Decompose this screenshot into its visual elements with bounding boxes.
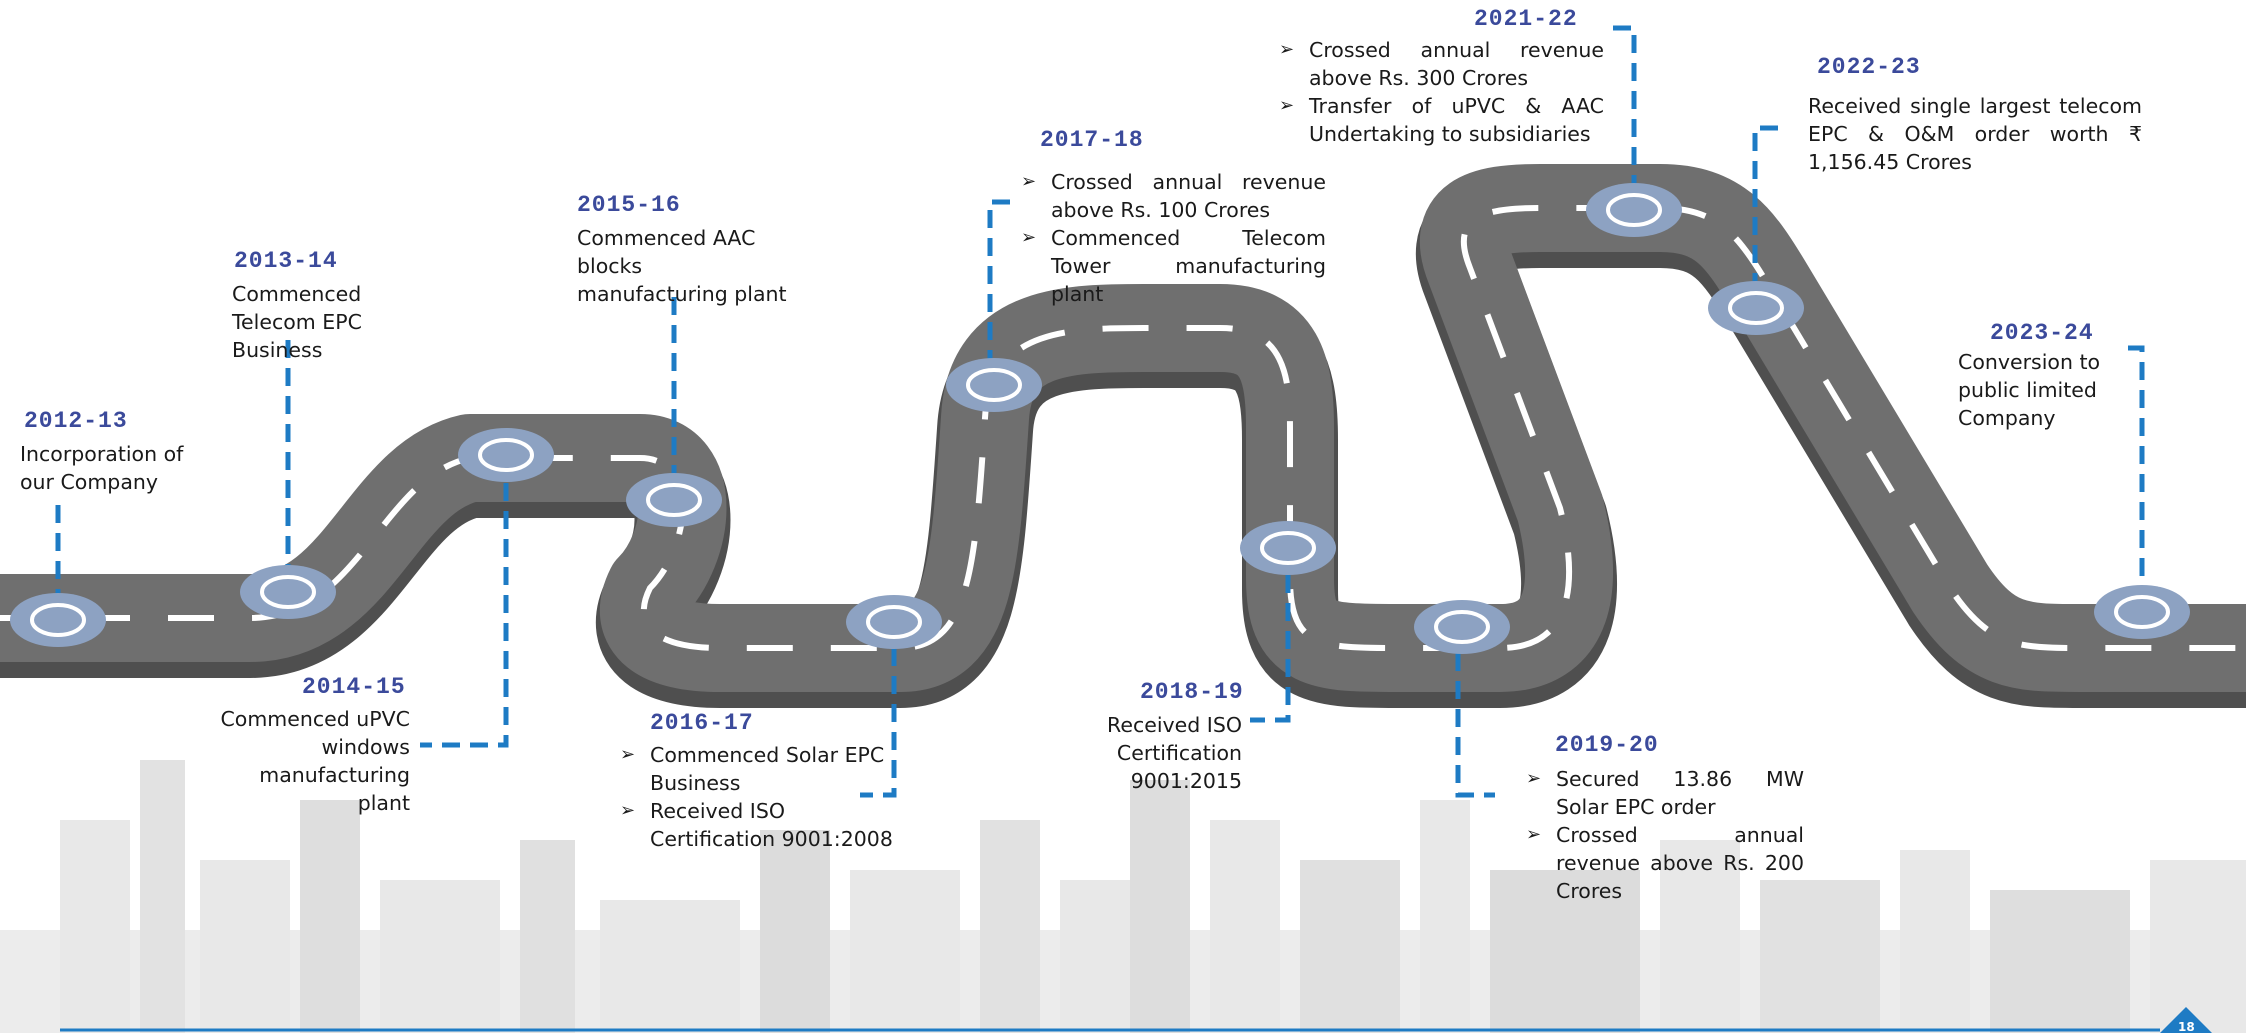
milestone-text-2018-19: Received ISO Certification 9001:2015 (1107, 713, 1242, 793)
bullet-2016-17-1: Commenced Solar EPC Business (620, 741, 895, 797)
milestone-text-2012-13: Incorporation of our Company (20, 442, 184, 494)
milestone-markers (10, 183, 2190, 654)
bullet-2019-20-1: Secured 13.86 MW Solar EPC order (1526, 765, 1804, 821)
marker-2017-18 (946, 358, 1042, 412)
bullet-2017-18-1: Crossed annual revenue above Rs. 100 Cro… (1021, 168, 1326, 224)
marker-2015-16 (626, 473, 722, 527)
marker-2019-20 (1414, 600, 1510, 654)
milestone-year-2019-20: 2019-20 (1555, 732, 1659, 758)
bullet-2017-18-2: Commenced Telecom Tower manufacturing pl… (1021, 224, 1326, 308)
milestone-bullets-2017-18: Crossed annual revenue above Rs. 100 Cro… (1021, 168, 1326, 308)
milestone-text-2023-24: Conversion to public limited Company (1958, 350, 2101, 430)
marker-2021-22 (1586, 183, 1682, 237)
milestone-text-2022-23: Received single largest telecom EPC & O&… (1808, 94, 2142, 174)
footer (60, 1007, 2212, 1033)
bullet-2021-22-1: Crossed annual revenue above Rs. 300 Cro… (1279, 36, 1604, 92)
milestone-bullets-2021-22: Crossed annual revenue above Rs. 300 Cro… (1279, 36, 1604, 148)
milestone-year-2015-16: 2015-16 (577, 192, 681, 218)
milestone-text-2013-14: Commenced Telecom EPC Business (232, 282, 362, 362)
marker-2014-15 (458, 428, 554, 482)
marker-2023-24 (2094, 585, 2190, 639)
milestone-year-2022-23: 2022-23 (1817, 54, 1921, 80)
milestone-year-2012-13: 2012-13 (24, 408, 128, 434)
milestone-year-2023-24: 2023-24 (1990, 320, 2094, 346)
milestone-year-2017-18: 2017-18 (1040, 127, 1144, 153)
milestone-year-2016-17: 2016-17 (650, 710, 754, 736)
page-number: 18 (2178, 1020, 2195, 1034)
milestone-year-2014-15: 2014-15 (302, 674, 406, 700)
bullet-2019-20-2: Crossed annual revenue above Rs. 200 Cro… (1526, 821, 1804, 905)
marker-2022-23 (1708, 281, 1804, 335)
milestone-year-2018-19: 2018-19 (1140, 679, 1244, 705)
bullet-2016-17-2: Received ISO Certification 9001:2008 (620, 797, 895, 853)
milestone-text-2015-16: Commenced AAC blocks manufacturing plant (577, 226, 787, 306)
marker-2012-13 (10, 593, 106, 647)
milestone-year-2013-14: 2013-14 (234, 248, 338, 274)
marker-2013-14 (240, 565, 336, 619)
milestone-text-2014-15: Commenced uPVC windows manufacturing pla… (220, 707, 410, 815)
marker-2018-19 (1240, 521, 1336, 575)
city-skyline (0, 760, 2246, 1033)
milestone-year-2021-22: 2021-22 (1474, 6, 1578, 32)
milestone-bullets-2019-20: Secured 13.86 MW Solar EPC order Crossed… (1526, 765, 1804, 905)
milestone-bullets-2016-17: Commenced Solar EPC Business Received IS… (620, 741, 895, 853)
bullet-2021-22-2: Transfer of uPVC & AAC Undertaking to su… (1279, 92, 1604, 148)
marker-2016-17 (846, 595, 942, 649)
